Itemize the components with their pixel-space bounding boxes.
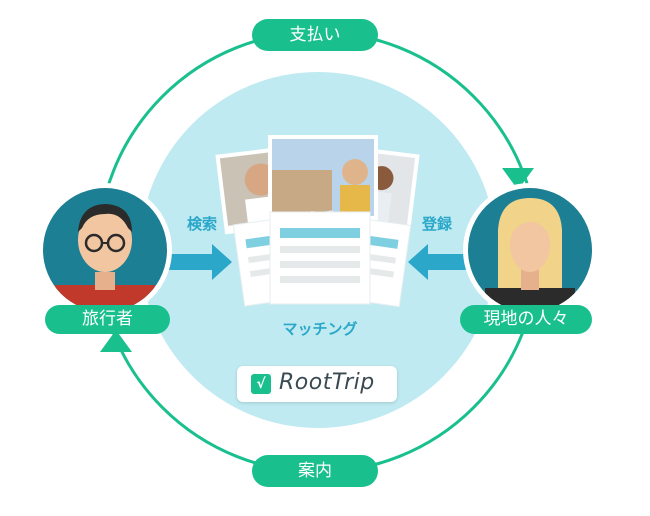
label-guide: 案内 [252, 455, 378, 487]
label-search: 検索 [187, 215, 218, 233]
cycle-arrowhead-right-icon [502, 168, 534, 190]
logo-check-icon: √ [251, 374, 271, 394]
profile-cards-icon [215, 135, 420, 308]
right-arrow-icon [168, 244, 232, 280]
cycle-arrowhead-left-icon [100, 330, 132, 352]
traveler-avatar-icon [38, 183, 172, 317]
label-register: 登録 [422, 215, 453, 233]
label-matching: マッチング [282, 320, 358, 338]
logo-text: RootTrip [279, 370, 375, 395]
label-payment: 支払い [252, 19, 378, 51]
label-traveler: 旅行者 [45, 305, 170, 334]
left-arrow-icon [408, 244, 472, 280]
label-locals: 現地の人々 [460, 305, 592, 334]
roottrip-logo: √ RootTrip [237, 366, 397, 402]
